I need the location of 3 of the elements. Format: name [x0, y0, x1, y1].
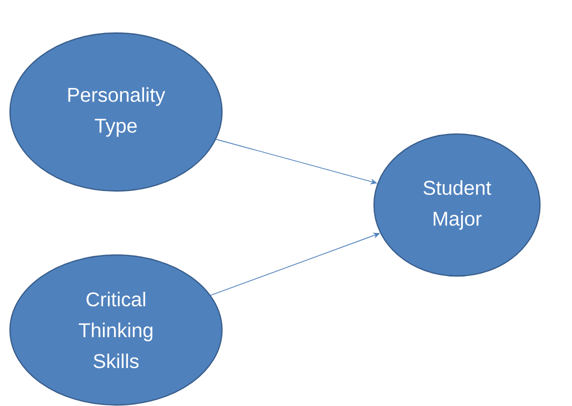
ellipse-node: Personality Type: [9, 32, 223, 192]
ellipse-node: Critical Thinking Skills: [9, 254, 223, 406]
ellipse-node: Student Major: [373, 133, 541, 277]
